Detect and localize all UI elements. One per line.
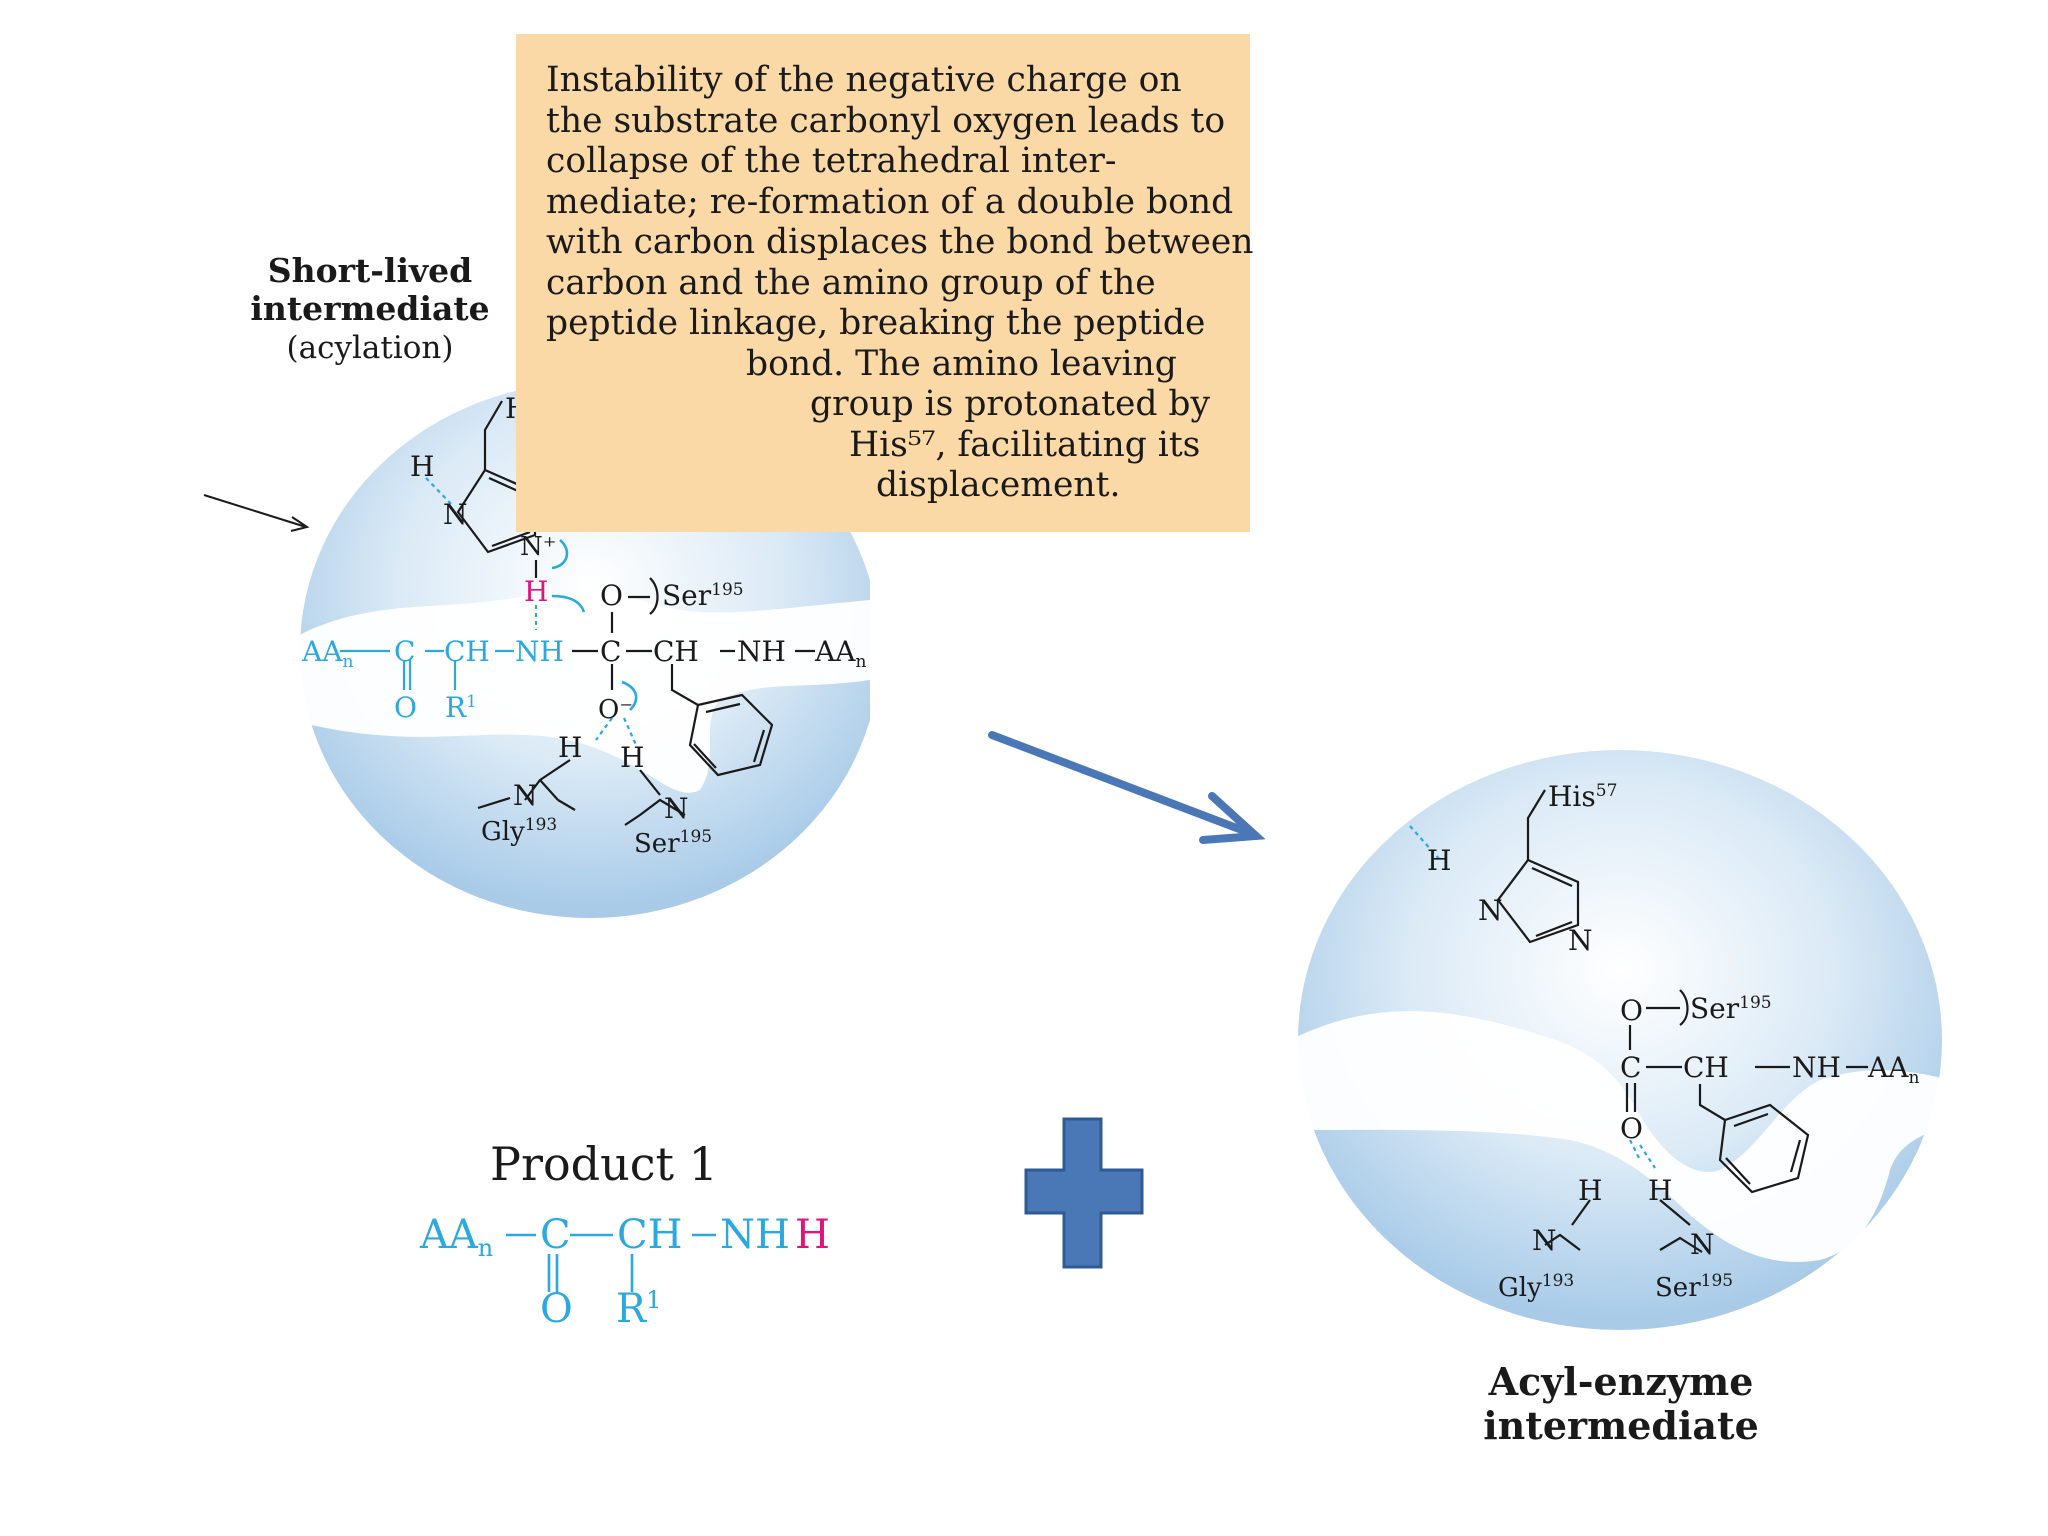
right-molecule-text: His57 H N N O Ser195 C CH NH AAn O H H N… bbox=[1427, 780, 1919, 1303]
carbonyl-o-label: O bbox=[394, 691, 417, 724]
product-o-label: O bbox=[540, 1286, 573, 1332]
r-label: R bbox=[445, 691, 467, 724]
svg-text:N: N bbox=[1532, 1224, 1557, 1257]
left-molecule-bonds bbox=[340, 400, 815, 826]
r-his-label: His bbox=[1548, 780, 1596, 813]
product-ch-label: CH bbox=[617, 1212, 683, 1258]
r-his-n2-label: N bbox=[1568, 924, 1593, 957]
r-ch-label: CH bbox=[1683, 1051, 1729, 1084]
leaving-nh-label: NH bbox=[515, 635, 564, 668]
oxyanion-label: O⁻ bbox=[598, 695, 633, 725]
svg-text:R1: R1 bbox=[616, 1286, 661, 1332]
ser-o-label: O bbox=[600, 579, 623, 612]
note-line-9: group is protonated by bbox=[810, 384, 1211, 424]
r-aa-label: AA bbox=[1867, 1051, 1909, 1084]
note-line-2: the substrate carbonyl oxygen leads to bbox=[546, 100, 1226, 141]
explanation-note: Instability of the negative charge on th… bbox=[516, 34, 1254, 532]
r-ser-o-label: O bbox=[1620, 994, 1643, 1027]
central-c-label: C bbox=[600, 635, 621, 668]
note-line-6: carbon and the amino group of the bbox=[546, 262, 1156, 303]
gly-label: Gly bbox=[481, 817, 525, 847]
r-his-h-label: H bbox=[1427, 844, 1451, 877]
transfer-h-label: H bbox=[524, 575, 548, 608]
product-r-label: R bbox=[616, 1286, 648, 1332]
ch2-label: CH bbox=[653, 635, 699, 668]
nh2-label: NH bbox=[737, 635, 786, 668]
gly-h-label: H bbox=[558, 731, 582, 764]
r-h2-label: H bbox=[1648, 1174, 1672, 1207]
product-h-label: H bbox=[795, 1212, 830, 1258]
aa2-label: AA bbox=[814, 635, 856, 668]
r-h1-label: H bbox=[1578, 1174, 1602, 1207]
r-nh-label: NH bbox=[1792, 1051, 1841, 1084]
gly-n-label: N bbox=[513, 779, 538, 812]
r-o-label: O bbox=[1620, 1112, 1643, 1145]
svg-text:Ser195: Ser195 bbox=[1690, 992, 1772, 1025]
svg-text:AAn: AAn bbox=[814, 635, 866, 672]
r-ser2-label: Ser bbox=[1655, 1273, 1701, 1303]
ser-label: Ser bbox=[662, 579, 712, 612]
aa-label: AA bbox=[301, 635, 343, 668]
right-label-line1: Acyl-enzyme bbox=[1488, 1359, 1754, 1404]
left-label-line2: intermediate bbox=[250, 289, 490, 328]
svg-text:AAn: AAn bbox=[419, 1212, 493, 1262]
note-line-4: mediate; re-formation of a double bond bbox=[546, 181, 1234, 222]
left-curved-arrows bbox=[551, 539, 638, 711]
note-line-8: bond. The amino leaving bbox=[746, 343, 1177, 384]
product-molecule: Product 1 AAn C CH NH H O R1 bbox=[419, 1137, 830, 1332]
carbonyl-c-label: C bbox=[394, 635, 415, 668]
r-c-label: C bbox=[1620, 1051, 1641, 1084]
svg-text:Ser195: Ser195 bbox=[662, 579, 744, 612]
right-molecule-bonds bbox=[1409, 789, 1868, 1253]
pointer-arrow bbox=[203, 494, 310, 532]
left-intermediate-label: Short-lived intermediate (acylation) bbox=[236, 252, 504, 368]
right-label-line2: intermediate bbox=[1483, 1403, 1759, 1448]
svg-text:AAn: AAn bbox=[301, 635, 353, 672]
alpha-ch-label: CH bbox=[444, 635, 490, 668]
svg-text:N: N bbox=[1690, 1228, 1715, 1261]
svg-text:His57: His57 bbox=[1548, 780, 1617, 813]
svg-text:Gly193: Gly193 bbox=[481, 815, 557, 847]
ser2-label: Ser bbox=[634, 829, 680, 859]
product-c-label: C bbox=[540, 1212, 571, 1258]
product-bonds bbox=[506, 1233, 716, 1292]
his-nplus-label: N⁺ bbox=[520, 532, 556, 562]
svg-text:Gly193: Gly193 bbox=[1498, 1271, 1574, 1303]
plus-sign bbox=[1024, 1117, 1144, 1269]
note-line-11: displacement. bbox=[876, 465, 1121, 505]
ser-h-label: H bbox=[620, 741, 644, 774]
reaction-arrow bbox=[988, 731, 1266, 844]
note-line-3: collapse of the tetrahedral inter- bbox=[546, 141, 1117, 181]
svg-text:Ser195: Ser195 bbox=[634, 827, 712, 859]
note-line-1: Instability of the negative charge on bbox=[546, 60, 1182, 100]
r-gly-label: Gly bbox=[1498, 1273, 1542, 1303]
his-h-label: H bbox=[410, 450, 434, 483]
his-n-label: N bbox=[443, 498, 468, 531]
ser-n-label: N bbox=[664, 792, 689, 825]
svg-text:AAn: AAn bbox=[1867, 1051, 1919, 1088]
note-line-7: peptide linkage, breaking the peptide bbox=[546, 303, 1206, 343]
r-his-n-label: N bbox=[1478, 894, 1503, 927]
note-line-10: His⁵⁷, facilitating its bbox=[849, 424, 1201, 465]
svg-text:R1: R1 bbox=[445, 691, 477, 724]
acyl-enzyme-label: Acyl-enzyme intermediate bbox=[1436, 1360, 1806, 1448]
right-enzyme-sphere bbox=[1290, 750, 1970, 1330]
product-title: Product 1 bbox=[490, 1137, 718, 1191]
svg-text:Ser195: Ser195 bbox=[1655, 1271, 1733, 1303]
product-nh-label: NH bbox=[720, 1212, 790, 1258]
note-line-5: with carbon displaces the bond between bbox=[546, 222, 1254, 262]
r-ser-label: Ser bbox=[1690, 992, 1740, 1025]
left-label-line1: Short-lived bbox=[267, 251, 473, 290]
left-label-line3: (acylation) bbox=[286, 330, 454, 366]
product-aa-label: AA bbox=[419, 1212, 479, 1258]
